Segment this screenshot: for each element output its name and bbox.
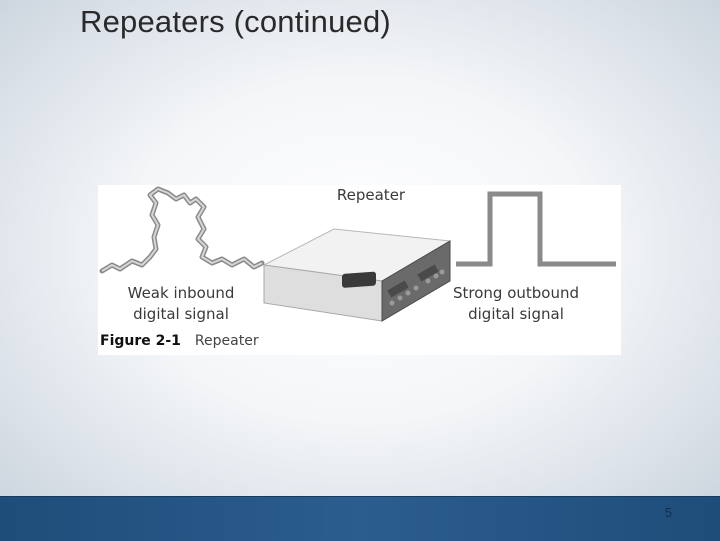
repeater-device: [262, 228, 452, 322]
figure-caption: Figure 2-1 Repeater: [100, 333, 259, 349]
strong-signal-label: Strong outbound digital signal: [448, 283, 584, 325]
strong-signal-wave: [456, 191, 616, 267]
figure-caption-text: Repeater: [194, 333, 259, 349]
weak-signal-label: Weak inbound digital signal: [116, 283, 246, 325]
weak-signal-wave: [99, 186, 265, 274]
figure-number: Figure 2-1: [100, 333, 181, 349]
repeater-figure: Repeater Weak inbound digital signal Str…: [98, 185, 621, 355]
slide-title: Repeaters (continued): [80, 4, 391, 39]
page-number: 5: [664, 505, 672, 520]
weak-label-line2: digital signal: [133, 305, 229, 323]
weak-label-line1: Weak inbound: [127, 284, 235, 302]
strong-label-line2: digital signal: [468, 305, 564, 323]
footer-bar: 5: [0, 496, 720, 541]
strong-label-line1: Strong outbound: [452, 284, 579, 302]
repeater-label: Repeater: [336, 186, 406, 204]
repeater-diagram: [99, 186, 616, 322]
